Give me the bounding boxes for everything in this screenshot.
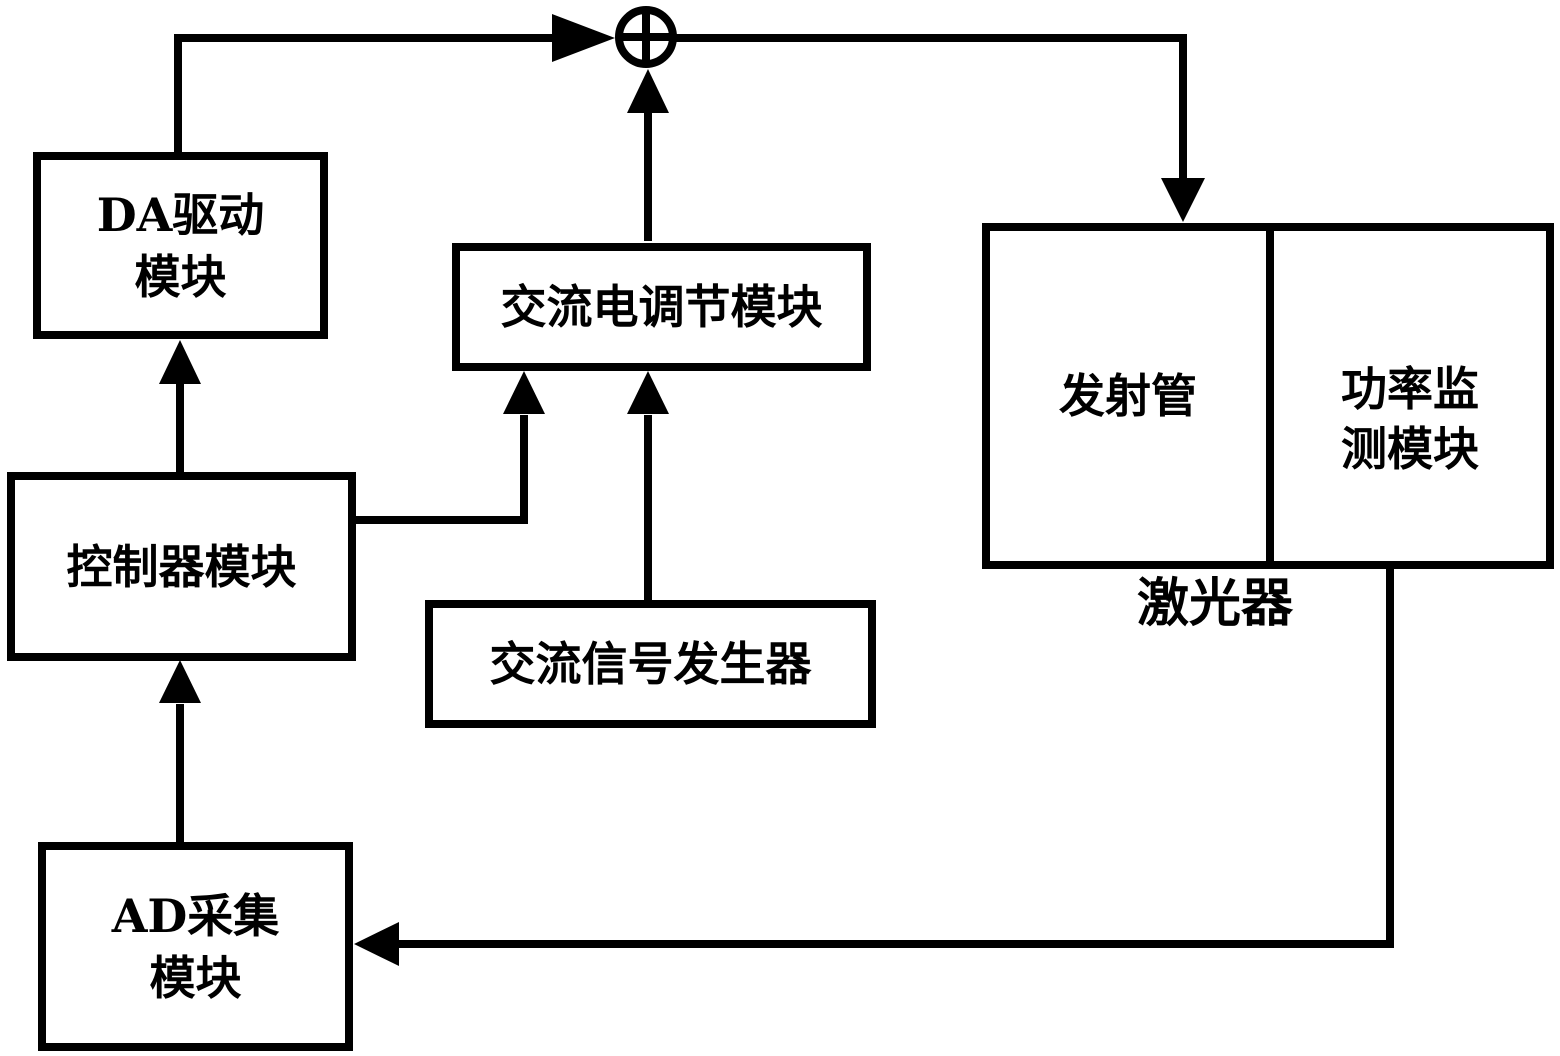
block-laser-unit: 发射管 功率监 测模块 — [982, 223, 1554, 569]
block-power-monitor: 功率监 测模块 — [1274, 231, 1546, 561]
laser-unit-divider — [1266, 231, 1274, 561]
controller-label: 控制器模块 — [66, 539, 297, 594]
emitter-label: 发射管 — [1059, 369, 1197, 423]
connector-controller-to-adjust — [353, 415, 528, 524]
ad-collector-label-line2: 模块 — [149, 950, 242, 1005]
block-ad-collector: AD采集 模块 — [38, 842, 353, 1051]
block-ac-adjust: 交流电调节模块 — [452, 243, 871, 371]
arrowhead-ad-to-controller — [159, 660, 201, 703]
block-da-driver: DA驱动 模块 — [33, 152, 328, 339]
da-driver-label-line1: DA驱动 — [96, 187, 265, 242]
arrowhead-da-to-sum — [552, 14, 615, 62]
block-controller: 控制器模块 — [7, 472, 356, 661]
da-driver-label-line2: 模块 — [134, 249, 227, 304]
arrowhead-signal-to-adjust — [627, 371, 669, 414]
ac-signal-label: 交流信号发生器 — [489, 637, 812, 691]
arrowhead-controller-to-adjust — [503, 371, 545, 414]
block-ac-signal-generator: 交流信号发生器 — [425, 600, 876, 728]
power-monitor-label-line2: 测模块 — [1341, 421, 1479, 476]
block-emitter-tube: 发射管 — [990, 231, 1266, 561]
ad-collector-label-line1: AD采集 — [111, 888, 280, 943]
connector-monitor-to-ad — [398, 563, 1394, 948]
arrowhead-sum-to-laser — [1161, 178, 1205, 222]
connector-da-to-sum — [174, 34, 556, 152]
laser-caption: 激光器 — [1136, 573, 1293, 634]
ac-adjust-label: 交流电调节模块 — [500, 280, 823, 334]
summing-junction-icon — [615, 6, 677, 68]
arrowhead-controller-to-da — [159, 340, 201, 384]
connector-sum-to-laser — [673, 34, 1187, 180]
arrowhead-adjust-to-sum — [627, 69, 669, 113]
arrowhead-monitor-to-ad — [354, 922, 399, 966]
power-monitor-label-line1: 功率监 — [1341, 361, 1479, 416]
